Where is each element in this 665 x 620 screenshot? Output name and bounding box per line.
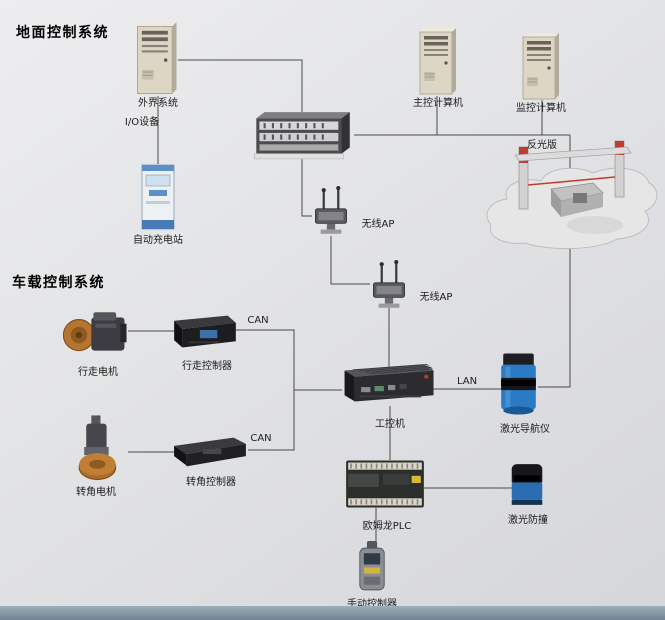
manual-controller-device	[350, 540, 394, 596]
laser-navigator-icon	[501, 353, 536, 415]
omron-plc-label: 欧姆龙PLC	[362, 521, 412, 532]
vehicle-section-title: 车载控制系统	[12, 275, 105, 291]
travel-controller-device	[168, 306, 242, 356]
network-switch-icon	[253, 112, 350, 160]
wire-switch-to-ap1	[301, 159, 312, 217]
laser-scanner-icon	[511, 464, 543, 505]
external-system-device	[133, 20, 181, 98]
drive-wheel-motor-icon	[62, 312, 127, 352]
steering-controller-device	[170, 430, 250, 472]
wireless-ap-icon	[315, 186, 347, 234]
wire-ap1-to-ap2	[330, 236, 370, 285]
can-bus-label-2: CAN	[250, 433, 272, 444]
travel-controller-label: 行走控制器	[182, 361, 232, 372]
ground-section-title: 地面控制系统	[16, 25, 109, 41]
footer-bar	[0, 606, 665, 620]
lan-bus-label: LAN	[456, 376, 478, 387]
io-device-label: I/O设备	[124, 117, 160, 128]
handheld-controller-icon	[359, 541, 385, 591]
monitor-computer-label: 监控计算机	[516, 103, 566, 114]
charging-station-device	[139, 162, 177, 234]
industrial-pc-icon	[344, 363, 434, 402]
industrial-pc-device	[336, 356, 440, 416]
external-system-label: 外界系统	[138, 98, 178, 109]
omron-plc-device	[340, 452, 430, 516]
steering-motor-device	[74, 412, 130, 484]
laser-navigator-device	[491, 348, 547, 420]
main-computer-label: 主控计算机	[413, 98, 463, 109]
laser-collision-label: 激光防撞	[508, 515, 548, 526]
wireless-ap1-device	[310, 186, 352, 240]
charging-station-label: 自动充电站	[133, 235, 183, 246]
computer-tower-icon	[419, 28, 456, 95]
laser-navigator-label: 激光导航仪	[500, 424, 550, 435]
motor-controller-icon	[174, 315, 236, 348]
laser-collision-device	[500, 456, 554, 512]
wireless-ap2-label: 无线AP	[419, 292, 453, 303]
wire-external-to-switch	[178, 59, 303, 112]
main-computer-device	[416, 26, 460, 98]
monitor-computer-device	[519, 31, 563, 103]
industrial-pc-label: 工控机	[375, 419, 405, 430]
charging-cabinet-icon	[141, 164, 175, 230]
manual-controller-label: 手动控制器	[347, 599, 397, 610]
reflector-machine-device	[477, 133, 663, 265]
wireless-ap1-label: 无线AP	[361, 219, 395, 230]
can-bus-label-1: CAN	[247, 315, 269, 326]
travel-motor-label: 行走电机	[78, 367, 118, 378]
reflector-label: 反光版	[527, 140, 557, 151]
travel-motor-device	[62, 303, 130, 363]
computer-tower-icon	[137, 22, 177, 95]
network-switch-device	[250, 108, 354, 162]
motor-controller-icon	[174, 437, 246, 467]
steering-wheel-motor-icon	[78, 415, 117, 481]
wireless-ap2-device	[368, 260, 410, 314]
wireless-ap-icon	[373, 260, 405, 308]
steering-controller-label: 转角控制器	[186, 477, 236, 488]
reflector-machine-icon	[486, 140, 658, 250]
computer-tower-icon	[522, 33, 559, 100]
plc-icon	[346, 460, 424, 508]
steering-motor-label: 转角电机	[76, 487, 116, 498]
